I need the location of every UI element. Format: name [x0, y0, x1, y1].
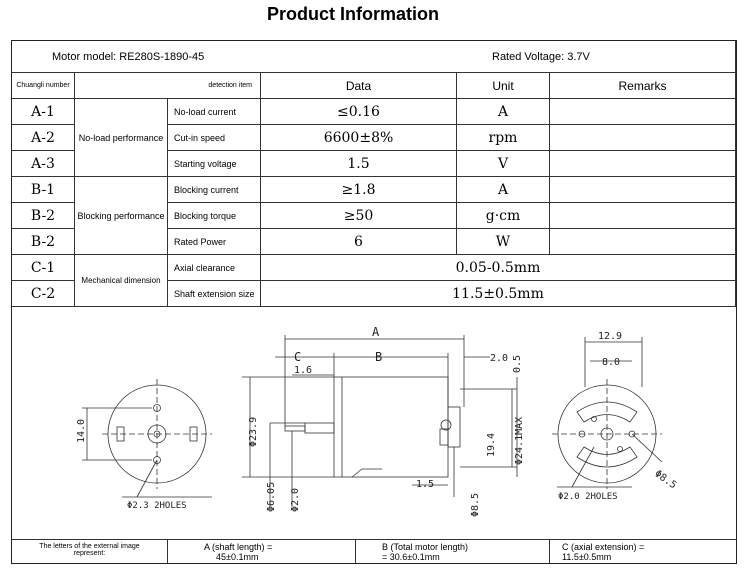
row-item: No-load current	[168, 99, 261, 125]
row-span-value: 11.5±0.5mm	[261, 281, 736, 307]
row-remarks	[550, 99, 736, 125]
header-unit: Unit	[457, 73, 550, 99]
dim-phi-2-0: Φ2.0	[290, 488, 301, 512]
dim-holes-right: Φ2.0 2HOLES	[558, 492, 618, 502]
row-number: B-1	[12, 177, 75, 203]
header-remarks: Remarks	[550, 73, 736, 99]
rear-view: 12.9 8.0 Φ8.5 Φ2.0 2HOLES	[552, 331, 678, 502]
dim-phi-23-9: Φ23.9	[248, 417, 259, 447]
legend-footer: The letters of the external image repres…	[12, 539, 736, 564]
dim-1-6: 1.6	[294, 365, 312, 376]
dim-phi-6-05: Φ6.05	[266, 482, 277, 512]
legend-b-title: B (Total motor length)	[382, 542, 469, 552]
dim-phi-24-1: Φ24.1MAX	[514, 417, 525, 465]
row-number: B-2	[12, 203, 75, 229]
row-unit: V	[457, 151, 550, 177]
product-info-sheet: Motor model: RE280S-1890-45 Rated Voltag…	[11, 40, 737, 564]
header-number: Chuangli number	[12, 73, 75, 99]
row-item: Axial clearance	[168, 255, 261, 281]
row-remarks	[550, 151, 736, 177]
legend-label: The letters of the external image repres…	[12, 539, 168, 563]
row-number: A-1	[12, 99, 75, 125]
row-remarks	[550, 177, 736, 203]
page-title: Product Information	[267, 4, 439, 24]
row-data: 6	[261, 229, 457, 255]
dim-12-9: 12.9	[598, 331, 622, 342]
legend-a-value: 45±0.1mm	[216, 552, 259, 562]
dim-2-0: 2.0	[490, 353, 508, 364]
row-unit: A	[457, 177, 550, 203]
group-mechanical: Mechanical dimension	[75, 255, 168, 307]
row-data: ≥1.8	[261, 177, 457, 203]
row-unit: W	[457, 229, 550, 255]
front-view: 14.0 Φ2.3 2HOLES	[76, 379, 212, 511]
dim-phi-8-5-rear: Φ8.5	[652, 468, 678, 491]
side-view: A C B 2.0 0.5 1.6 Φ23.9 Φ6.05	[242, 325, 525, 517]
dim-a: A	[372, 325, 380, 339]
legend-c-value: 11.5±0.5mm	[562, 552, 612, 562]
row-data: 1.5	[261, 151, 457, 177]
dim-c: C	[294, 350, 301, 364]
motor-model: Motor model: RE280S-1890-45	[52, 50, 205, 63]
row-remarks	[550, 203, 736, 229]
group-noload: No-load performance	[75, 99, 168, 177]
legend-a: A (shaft length) = 45±0.1mm	[168, 539, 356, 563]
row-number: B-2	[12, 229, 75, 255]
dim-holes-left: Φ2.3 2HOLES	[127, 501, 187, 511]
row-number: A-3	[12, 151, 75, 177]
rated-voltage: Rated Voltage: 3.7V	[492, 50, 590, 63]
legend-a-title: A (shaft length) =	[204, 542, 273, 552]
group-blocking: Blocking performance	[75, 177, 168, 255]
row-item: Rated Power	[168, 229, 261, 255]
row-data: ≥50	[261, 203, 457, 229]
dim-8-0: 8.0	[602, 357, 620, 368]
row-data: ≤0.16	[261, 99, 457, 125]
model-row: Motor model: RE280S-1890-45 Rated Voltag…	[12, 41, 736, 73]
row-unit: A	[457, 99, 550, 125]
row-item: Starting voltage	[168, 151, 261, 177]
dim-0-5: 0.5	[512, 355, 523, 373]
row-item: Blocking current	[168, 177, 261, 203]
row-remarks	[550, 229, 736, 255]
row-number: C-1	[12, 255, 75, 281]
dim-19-4: 19.4	[486, 433, 497, 457]
legend-c: C (axial extension) = 11.5±0.5mm	[550, 539, 736, 563]
dim-phi-8-5: Φ8.5	[470, 493, 481, 517]
dim-1-5: 1.5	[416, 479, 434, 490]
legend-b-value: = 30.6±0.1mm	[382, 552, 440, 562]
dim-14: 14.0	[76, 419, 87, 443]
row-remarks	[550, 125, 736, 151]
dim-b: B	[375, 350, 382, 364]
row-item: Blocking torque	[168, 203, 261, 229]
technical-drawing: 14.0 Φ2.3 2HOLES A	[12, 307, 736, 539]
row-span-value: 0.05-0.5mm	[261, 255, 736, 281]
row-number: C-2	[12, 281, 75, 307]
legend-c-title: C (axial extension) =	[562, 542, 645, 552]
row-number: A-2	[12, 125, 75, 151]
legend-b: B (Total motor length) = 30.6±0.1mm	[356, 539, 550, 563]
header-data: Data	[261, 73, 457, 99]
row-item: Shaft extension size	[168, 281, 261, 307]
row-data: 6600±8%	[261, 125, 457, 151]
row-unit: g·cm	[457, 203, 550, 229]
row-item: Cut-in speed	[168, 125, 261, 151]
header-item: detection item	[75, 73, 261, 99]
row-unit: rpm	[457, 125, 550, 151]
